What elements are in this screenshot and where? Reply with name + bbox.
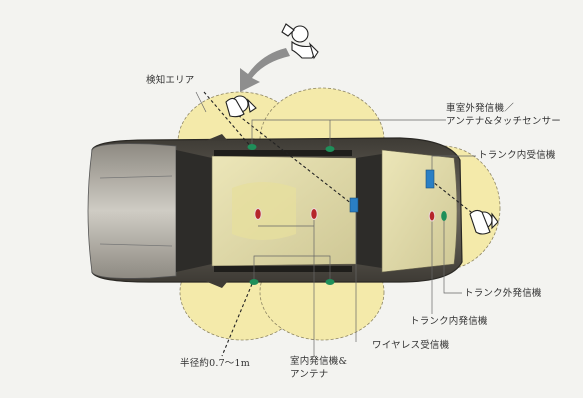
person-icon (225, 95, 257, 118)
leader-interior-tx-side-b (314, 255, 331, 282)
movement-arrow-icon (240, 48, 290, 92)
leader-lines (195, 91, 476, 356)
transmitters (254, 208, 447, 222)
signal-line-radius-detection (203, 91, 253, 149)
hood-crease-top (99, 175, 173, 179)
right-side-windows (214, 266, 352, 272)
car-hood (87, 143, 177, 279)
transmitter-icon (428, 210, 436, 222)
label-trunk-inner-rx: トランク内受信機 (478, 150, 556, 161)
signal-line-front-door (233, 111, 353, 205)
antenna-icon (325, 146, 335, 152)
antenna-icon (325, 279, 335, 285)
label-detection-area: 検知エリア (146, 75, 195, 86)
leader-exterior-tx (251, 119, 446, 144)
signal-lines (203, 91, 477, 357)
transmitter-icon (254, 208, 262, 220)
label-exterior-tx-line2: アンテナ&タッチセンサー (446, 116, 561, 127)
person-icon (469, 209, 499, 235)
trunk-lid (381, 149, 458, 273)
car-top-view (87, 134, 463, 288)
leader-interior-tx-side (253, 255, 314, 282)
leader-detection-area (195, 91, 207, 113)
receivers (349, 169, 435, 213)
signal-line-radius (221, 283, 253, 357)
antennas (247, 144, 335, 285)
rear-window (356, 154, 382, 268)
label-trunk-outer-tx: トランク外発信機 (464, 288, 542, 299)
label-exterior-tx-line1: 車室外発信機／ (446, 103, 514, 114)
receiver-icon (425, 169, 435, 189)
label-wireless-rx: ワイヤレス受信機 (372, 340, 450, 351)
signal-line-trunk (427, 177, 477, 217)
sunroof (232, 182, 296, 240)
hood-crease-bottom (99, 243, 173, 247)
left-side-windows (214, 150, 352, 156)
person-icon (281, 23, 319, 60)
label-interior-tx-line1: 室内発信機& (290, 356, 348, 367)
transmitter-icon (310, 208, 318, 220)
leader-trunk-outer-tx (443, 220, 462, 294)
right-mirror (205, 281, 228, 288)
left-mirror (205, 134, 228, 141)
leader-trunk-inner-rx (431, 155, 476, 170)
label-radius: 半径約0.7～1m (180, 358, 250, 369)
antenna-icon (441, 211, 447, 221)
label-trunk-inner-tx: トランク内発信機 (410, 316, 488, 327)
windshield (176, 150, 212, 272)
receiver-icon (349, 197, 359, 213)
antenna-icon (249, 279, 259, 285)
label-interior-tx-line2: アンテナ (290, 369, 329, 380)
antenna-icon (247, 144, 257, 150)
